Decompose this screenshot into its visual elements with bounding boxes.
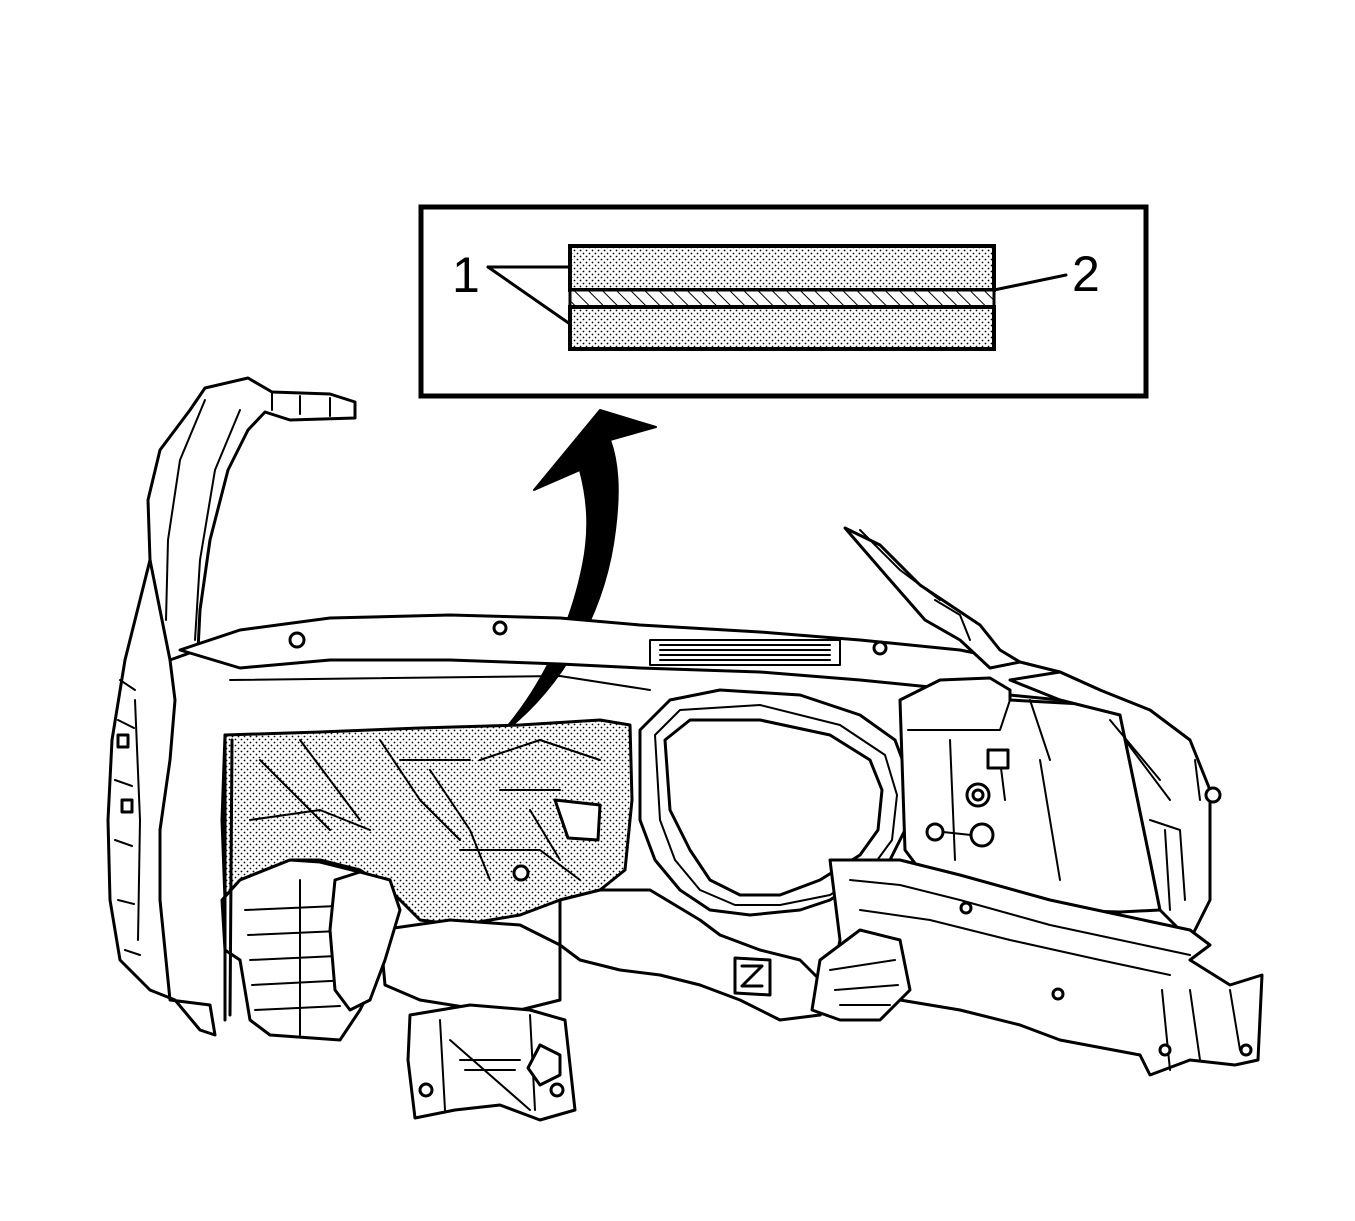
bracket-hole-2 bbox=[549, 1082, 565, 1098]
a-pillar-inner-line bbox=[165, 391, 331, 641]
bracket-hole-1 bbox=[418, 1082, 434, 1098]
shock-hole-4 bbox=[969, 822, 995, 848]
right-apron-detail bbox=[1109, 719, 1201, 911]
hinge-slot-1 bbox=[116, 733, 130, 749]
rail-hole-3 bbox=[1158, 1043, 1172, 1057]
rail-hole-4 bbox=[1239, 1043, 1253, 1057]
hinge-pillar bbox=[106, 558, 217, 1037]
rail-hole-2 bbox=[1051, 987, 1065, 1001]
cowl-hole-2 bbox=[492, 620, 508, 636]
left-apron-ribs bbox=[244, 879, 363, 1036]
leader-line-2 bbox=[992, 273, 1068, 292]
shock-slot bbox=[986, 748, 1010, 770]
shock-tower-detail bbox=[907, 699, 1061, 881]
callout-1: 1 bbox=[452, 247, 480, 303]
panel-layer-bottom bbox=[568, 305, 996, 351]
inset-detail: 1 2 bbox=[418, 204, 1149, 399]
leader-line-1b bbox=[486, 265, 572, 326]
bracket-slot bbox=[526, 1043, 562, 1087]
cowl-hole-3 bbox=[872, 640, 888, 656]
right-strut-bracket bbox=[810, 928, 912, 1022]
vehicle-body bbox=[106, 376, 1264, 1122]
cowl-hole-1 bbox=[288, 631, 306, 649]
adhesive-layer bbox=[568, 288, 996, 309]
plenum-opening-inner bbox=[663, 718, 884, 897]
rail-hole-1 bbox=[959, 901, 973, 915]
shock-hole-2 bbox=[971, 788, 985, 802]
right-pillar-detail bbox=[859, 529, 971, 641]
panel-layer-top bbox=[568, 244, 996, 292]
dash-panel-ribs bbox=[249, 739, 601, 881]
right-strut-ribs bbox=[829, 959, 899, 1006]
left-strut-bracket bbox=[328, 870, 402, 1012]
cowl-top-ribs bbox=[229, 639, 841, 691]
dash-hole-1 bbox=[512, 864, 530, 882]
right-pillar bbox=[843, 526, 1022, 670]
dash-bracket bbox=[553, 798, 602, 842]
shock-hole-link bbox=[942, 831, 972, 836]
right-rail-detail bbox=[849, 879, 1241, 1071]
callout-2: 2 bbox=[1072, 246, 1100, 302]
left-sealer-seam bbox=[223, 733, 234, 1022]
shock-hole-3 bbox=[925, 822, 945, 842]
left-frame-rail bbox=[378, 918, 562, 1012]
hinge-pillar-detail bbox=[114, 679, 141, 956]
center-bracket-z-mark bbox=[740, 964, 764, 988]
hinge-slot-2 bbox=[120, 798, 134, 814]
curved-arrow-icon bbox=[499, 409, 657, 736]
right-fender-apron bbox=[1008, 670, 1212, 942]
apron-hole bbox=[1204, 786, 1222, 804]
